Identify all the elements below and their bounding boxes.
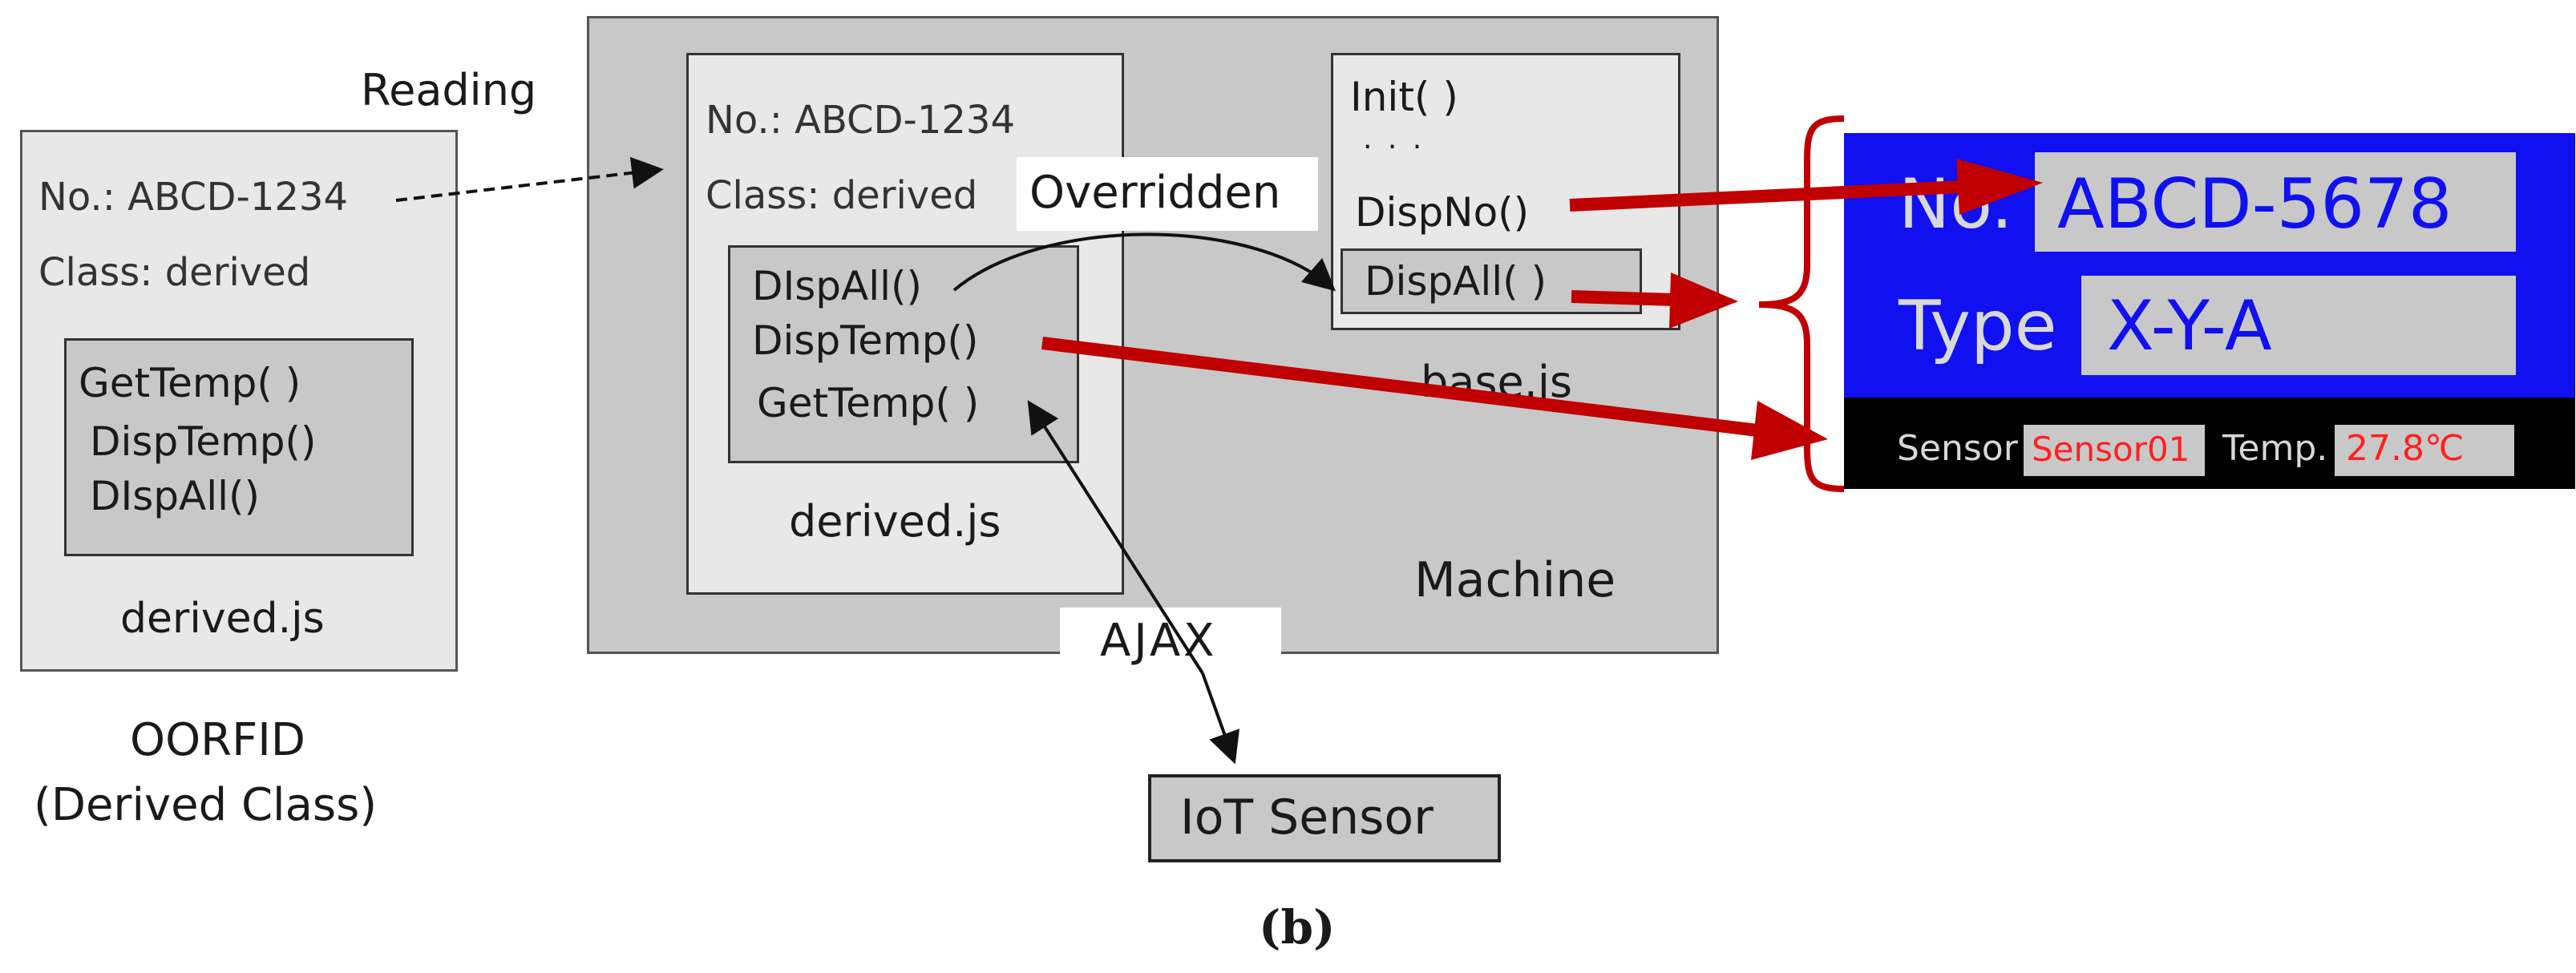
base-method-ellipsis: · · · — [1363, 131, 1425, 164]
oorfid-file: derived.js — [120, 595, 325, 643]
display-sensor-value: Sensor01 — [2032, 430, 2190, 469]
ajax-arrow-down — [1201, 672, 1240, 765]
display-sensor-field — [2024, 425, 2205, 476]
display-temp-value: 27.8℃ — [2346, 428, 2465, 469]
ajax-label-bg — [1060, 608, 1281, 673]
dispno-red-arrowhead — [1956, 159, 2043, 215]
oorfid-method-2: DispTemp() — [90, 418, 317, 465]
display-type-field — [2081, 276, 2516, 375]
overridden-label: Overridden — [1029, 167, 1281, 219]
display-no-field — [2035, 152, 2516, 252]
oorfid-method-3: DIspAll() — [90, 473, 261, 519]
oorfid-class: Class: derived — [38, 250, 311, 295]
oorfid-no: No.: ABCD-1234 — [38, 175, 348, 220]
dispno-red-arrow — [1569, 180, 1981, 212]
machine-derived-method-2: DispTemp() — [752, 317, 979, 364]
display-type-label: Type — [1899, 286, 2057, 366]
machine-derived-method-3: GetTemp( ) — [757, 380, 980, 426]
disptemp-red-arrow — [1041, 337, 1765, 438]
oorfid-methods-box — [64, 338, 414, 556]
display-temp-label: Temp. — [2222, 428, 2328, 469]
figure-label: (b) — [1259, 900, 1336, 955]
machine-derived-class: Class: derived — [706, 173, 978, 218]
base-method-dispall: DispAll( ) — [1365, 258, 1547, 305]
dispall-red-arrow — [1571, 290, 1676, 306]
ajax-label: AJAX — [1100, 615, 1218, 667]
overridden-arrow — [952, 232, 1337, 292]
display-sensor-label: Sensor — [1897, 428, 2018, 469]
machine-derived-methods-box — [728, 245, 1079, 463]
disptemp-red-arrowhead — [1751, 401, 1828, 460]
oorfid-caption-line1: OORFID — [130, 714, 305, 766]
display-temp-field — [2335, 425, 2514, 476]
iot-sensor-box — [1148, 774, 1501, 862]
ajax-arrow-up — [1027, 400, 1204, 675]
base-method-dispno: DispNo() — [1355, 189, 1530, 236]
base-method-init: Init( ) — [1350, 74, 1458, 120]
oorfid-method-1: GetTemp( ) — [79, 360, 301, 406]
reading-label: Reading — [361, 65, 537, 115]
overridden-label-bg — [1017, 157, 1318, 231]
display-no-value: ABCD-5678 — [2057, 164, 2453, 244]
red-curly-brace — [1758, 115, 1845, 492]
dispall-red-arrowhead — [1669, 273, 1738, 329]
machine-derived-file: derived.js — [789, 496, 1001, 547]
machine-label: Machine — [1414, 552, 1616, 608]
oorfid-caption-line2: (Derived Class) — [34, 779, 378, 831]
machine-derived-method-1: DIspAll() — [752, 263, 923, 309]
iot-sensor-label: IoT Sensor — [1180, 789, 1434, 846]
display-type-value: X-Y-A — [2107, 286, 2272, 366]
reading-arrow — [395, 156, 664, 202]
machine-derived-no: No.: ABCD-1234 — [706, 98, 1015, 143]
